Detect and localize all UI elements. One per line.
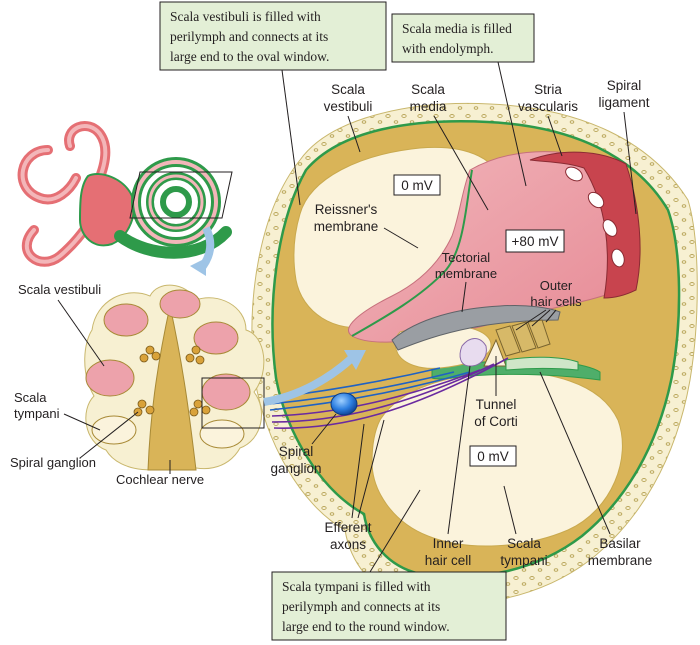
spiral-ganglion-cell <box>330 392 358 416</box>
label-scala-vestibuli: Scala vestibuli <box>324 82 373 153</box>
callout-media: Scala media is filled with endolymph. <box>391 13 535 187</box>
potential-box-tympani: 0 mV <box>469 445 517 467</box>
label-tunnel-of-corti-line-2: of Corti <box>474 414 518 429</box>
inner-hair-cell-shape <box>459 338 487 367</box>
label-spiral-ganglion-main: Spiral ganglion <box>270 413 337 476</box>
label-scala-media-line-1: Scala <box>411 82 445 97</box>
callout-tympani: Scala tympani is filled with perilymph a… <box>271 489 507 641</box>
potential-media-text: +80 mV <box>512 234 559 249</box>
stria-capillaries <box>565 166 625 268</box>
label-scala-vestibuli-line-1: Scala <box>331 82 365 97</box>
label-tectorial-membrane-line-2: membrane <box>435 266 497 281</box>
label-scala-media-line-2: media <box>410 99 447 114</box>
label-efferent-axons: Efferent axons <box>324 419 385 552</box>
outer-hair-cell-shapes <box>495 319 551 357</box>
label-tunnel-of-corti: Tunnel of Corti <box>474 356 518 429</box>
label-spiral-ganglion-main-line-2: ganglion <box>270 461 321 476</box>
label-tectorial-membrane: Tectorial membrane <box>435 250 497 313</box>
label-spiral-ligament-line-1: Spiral <box>607 78 642 93</box>
label-scala-vestibuli-line-2: vestibuli <box>324 99 373 114</box>
label-outer-hair-cells: Outer hair cells <box>515 278 582 331</box>
zoom-arrow <box>263 355 355 406</box>
zoom-arrow-head <box>344 350 366 370</box>
label-small-scala-tympani-line-1: Scala <box>14 390 47 405</box>
label-small-scala-tympani-line-2: tympani <box>14 406 60 421</box>
cochlea-spiral <box>131 157 221 247</box>
label-efferent-axons-line-1: Efferent <box>324 520 371 535</box>
callout-tympani-leader <box>369 489 421 573</box>
label-tectorial-membrane-line-1: Tectorial <box>442 250 491 265</box>
label-scala-tympani-main-line-2: tympani <box>500 553 547 568</box>
label-small-scala-vestibuli-text: Scala vestibuli <box>18 282 101 297</box>
cochlea-base <box>114 226 232 259</box>
callout-tympani-line-1: Scala tympani is filled with <box>282 579 431 594</box>
label-efferent-axons-line-2: axons <box>330 537 366 552</box>
label-reissners-membrane: Reissner's membrane <box>314 202 419 249</box>
label-stria-vascularis: Stria vascularis <box>518 82 578 157</box>
callout-vestibuli-line-2: perilymph and connects at its <box>170 29 328 44</box>
modiolus-inset <box>84 284 366 471</box>
main-cross-section: 0 mV +80 mV 0 mV <box>251 102 698 605</box>
potential-box-media: +80 mV <box>505 229 565 253</box>
label-small-cochlear-nerve: Cochlear nerve <box>116 460 204 487</box>
label-basilar-membrane-line-2: membrane <box>588 553 653 568</box>
label-spiral-ligament: Spiral ligament <box>598 78 650 215</box>
label-small-scala-vestibuli: Scala vestibuli <box>18 282 105 367</box>
inset-arrow-1-head <box>190 258 206 276</box>
label-outer-hair-cells-line-1: Outer <box>540 278 573 293</box>
modiolus-zoom-box <box>201 377 265 429</box>
potential-tympani-text: 0 mV <box>477 449 509 464</box>
callout-vestibuli: Scala vestibuli is filled with perilymph… <box>159 1 387 206</box>
label-basilar-membrane-line-1: Basilar <box>599 536 641 551</box>
label-scala-media: Scala media <box>410 82 489 211</box>
section-plane <box>129 171 233 219</box>
label-stria-vascularis-line-2: vascularis <box>518 99 578 114</box>
label-stria-vascularis-line-1: Stria <box>534 82 562 97</box>
label-inner-hair-cell: Inner hair cell <box>425 365 472 568</box>
label-reissners-membrane-line-1: Reissner's <box>315 202 378 217</box>
tectorial-membrane <box>391 305 561 351</box>
organ-of-corti <box>459 319 579 371</box>
label-small-cochlear-nerve-text: Cochlear nerve <box>116 472 204 487</box>
label-spiral-ligament-line-2: ligament <box>598 95 649 110</box>
label-inner-hair-cell-line-2: hair cell <box>425 553 472 568</box>
callout-vestibuli-leader <box>281 69 301 206</box>
callout-vestibuli-line-3: large end to the oval window. <box>170 49 329 64</box>
label-tunnel-of-corti-line-1: Tunnel <box>476 397 517 412</box>
reissners-membrane <box>351 169 473 337</box>
label-scala-tympani-main: Scala tympani <box>500 485 548 568</box>
potential-vestibuli-text: 0 mV <box>401 178 433 193</box>
cochlea-inset <box>17 121 233 276</box>
label-basilar-membrane: Basilar membrane <box>539 371 653 568</box>
callout-media-leader <box>497 61 527 187</box>
label-small-spiral-ganglion: Spiral ganglion <box>10 411 139 470</box>
label-small-scala-tympani: Scala tympani <box>14 390 101 431</box>
label-outer-hair-cells-line-2: hair cells <box>530 294 582 309</box>
modiolus-turns <box>85 289 251 449</box>
label-inner-hair-cell-line-1: Inner <box>433 536 464 551</box>
callout-vestibuli-line-1: Scala vestibuli is filled with <box>170 9 321 24</box>
supporting-cells <box>505 356 579 371</box>
callout-media-line-2: with endolymph. <box>402 41 494 56</box>
callout-tympani-line-2: perilymph and connects at its <box>282 599 440 614</box>
potential-box-vestibuli: 0 mV <box>393 174 441 196</box>
label-scala-tympani-main-line-1: Scala <box>507 536 541 551</box>
callout-tympani-line-3: large end to the round window. <box>282 619 450 634</box>
label-reissners-membrane-line-2: membrane <box>314 219 379 234</box>
label-spiral-ganglion-main-line-1: Spiral <box>279 444 314 459</box>
label-small-spiral-ganglion-text: Spiral ganglion <box>10 455 96 470</box>
tunnel-of-corti-shape <box>483 338 507 367</box>
callout-media-line-1: Scala media is filled <box>402 21 512 36</box>
vestibule <box>78 173 135 247</box>
